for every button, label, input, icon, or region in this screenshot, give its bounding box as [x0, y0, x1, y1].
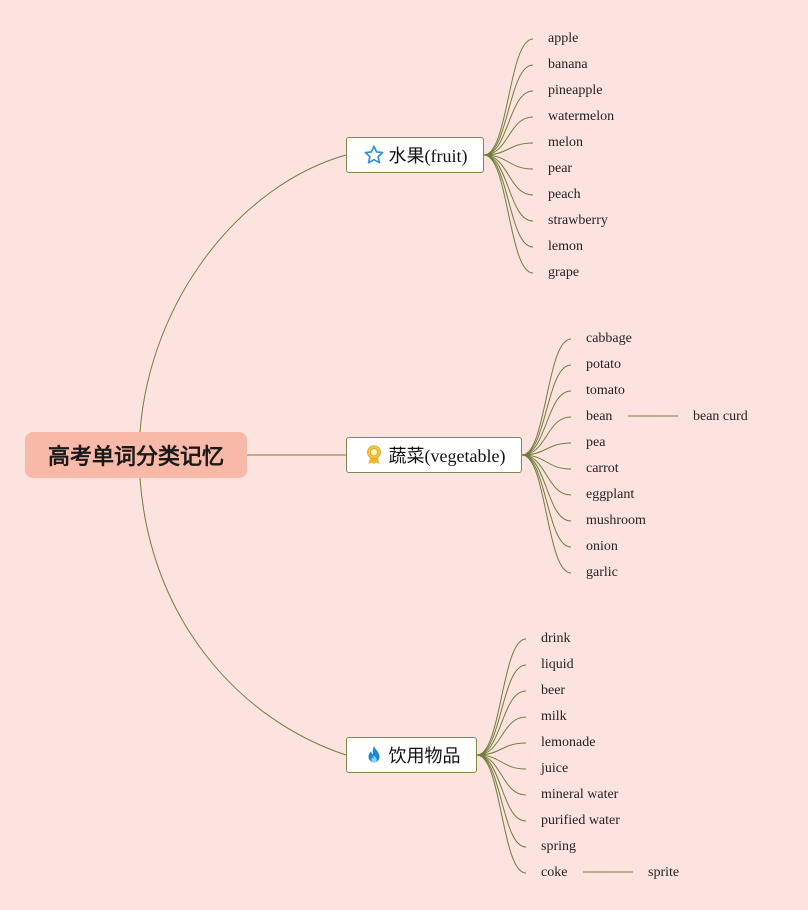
connector-branch-leaf — [483, 90, 534, 156]
flame-icon — [363, 744, 385, 766]
leaf-item[interactable]: liquid — [541, 657, 574, 672]
leaf-item[interactable]: juice — [541, 761, 569, 776]
connector-branch-leaf — [483, 116, 534, 156]
connector-branch-leaf — [483, 154, 534, 274]
leaf-item[interactable]: banana — [548, 57, 588, 72]
branch-vegetable-label: 蔬菜(vegetable) — [388, 446, 506, 466]
leaf-item[interactable]: melon — [548, 135, 583, 150]
leaf-item[interactable]: lemonade — [541, 735, 596, 750]
leaf-item[interactable]: tomato — [586, 383, 625, 398]
branch-drinks[interactable]: 饮用物品 — [346, 737, 477, 773]
leaf-item[interactable]: onion — [586, 539, 618, 554]
branch-fruit[interactable]: 水果(fruit) — [346, 137, 484, 173]
leaf-item[interactable]: pea — [586, 435, 606, 450]
connector-branch-leaf — [483, 154, 534, 222]
leaf-item[interactable]: mushroom — [586, 513, 646, 528]
leaf-item[interactable]: lemon — [548, 239, 583, 254]
award-ribbon-icon — [363, 444, 385, 466]
connector-branch-leaf — [521, 454, 572, 522]
connector-branch-leaf — [521, 416, 572, 456]
leaf-item[interactable]: apple — [548, 31, 579, 46]
leaf-item[interactable]: strawberry — [548, 213, 608, 228]
leaf-item[interactable]: grape — [548, 265, 580, 280]
branch-vegetable[interactable]: 蔬菜(vegetable) — [346, 437, 522, 473]
leaf-item[interactable]: watermelon — [548, 109, 615, 124]
leaf-item[interactable]: peach — [548, 187, 581, 202]
connector-branch-leaf — [476, 754, 527, 796]
leaf-item[interactable]: pear — [548, 161, 573, 176]
connector-branch-leaf — [521, 454, 572, 574]
leaf-item[interactable]: eggplant — [586, 487, 635, 502]
connector-branch-leaf — [476, 754, 527, 874]
branch-fruit-label: 水果(fruit) — [388, 146, 468, 166]
connector-branch-leaf — [476, 690, 527, 756]
sub-leaf-item[interactable]: bean curd — [693, 409, 748, 424]
connector-branch-leaf — [483, 154, 534, 196]
connector-root-drinks — [139, 477, 347, 756]
branch-drinks-label: 饮用物品 — [388, 746, 461, 767]
connector-branch-leaf — [483, 64, 534, 156]
leaf-item[interactable]: potato — [586, 357, 621, 372]
leaf-item[interactable]: beer — [541, 683, 566, 698]
leaf-item[interactable]: pineapple — [548, 83, 603, 98]
leaf-item[interactable]: purified water — [541, 813, 620, 828]
leaf-item[interactable]: mineral water — [541, 787, 619, 802]
connector-branch-leaf — [483, 142, 534, 156]
leaf-item[interactable]: garlic — [586, 565, 618, 580]
leaf-item[interactable]: bean — [586, 409, 613, 424]
connector-branch-leaf — [521, 454, 572, 496]
connector-branch-leaf — [476, 664, 527, 756]
connector-branch-leaf — [476, 716, 527, 756]
leaf-item[interactable]: carrot — [586, 461, 619, 476]
connector-branch-leaf — [521, 338, 572, 456]
connector-branch-leaf — [476, 754, 527, 822]
sub-leaf-item[interactable]: sprite — [648, 865, 680, 880]
connector-branch-leaf — [483, 38, 534, 156]
connector-branch-leaf — [521, 390, 572, 456]
leaf-item[interactable]: cabbage — [586, 331, 632, 346]
connector-branch-leaf — [521, 364, 572, 456]
root-node[interactable]: 高考单词分类记忆 — [25, 432, 247, 478]
star-icon — [363, 144, 385, 166]
leaf-item[interactable]: milk — [541, 709, 567, 724]
connector-branch-leaf — [476, 742, 527, 756]
connector-root-fruit — [139, 154, 347, 433]
connector-branch-leaf — [476, 638, 527, 756]
connector-branch-leaf — [521, 442, 572, 456]
leaf-item[interactable]: spring — [541, 839, 576, 854]
leaf-item[interactable]: coke — [541, 865, 568, 880]
leaf-item[interactable]: drink — [541, 631, 571, 646]
